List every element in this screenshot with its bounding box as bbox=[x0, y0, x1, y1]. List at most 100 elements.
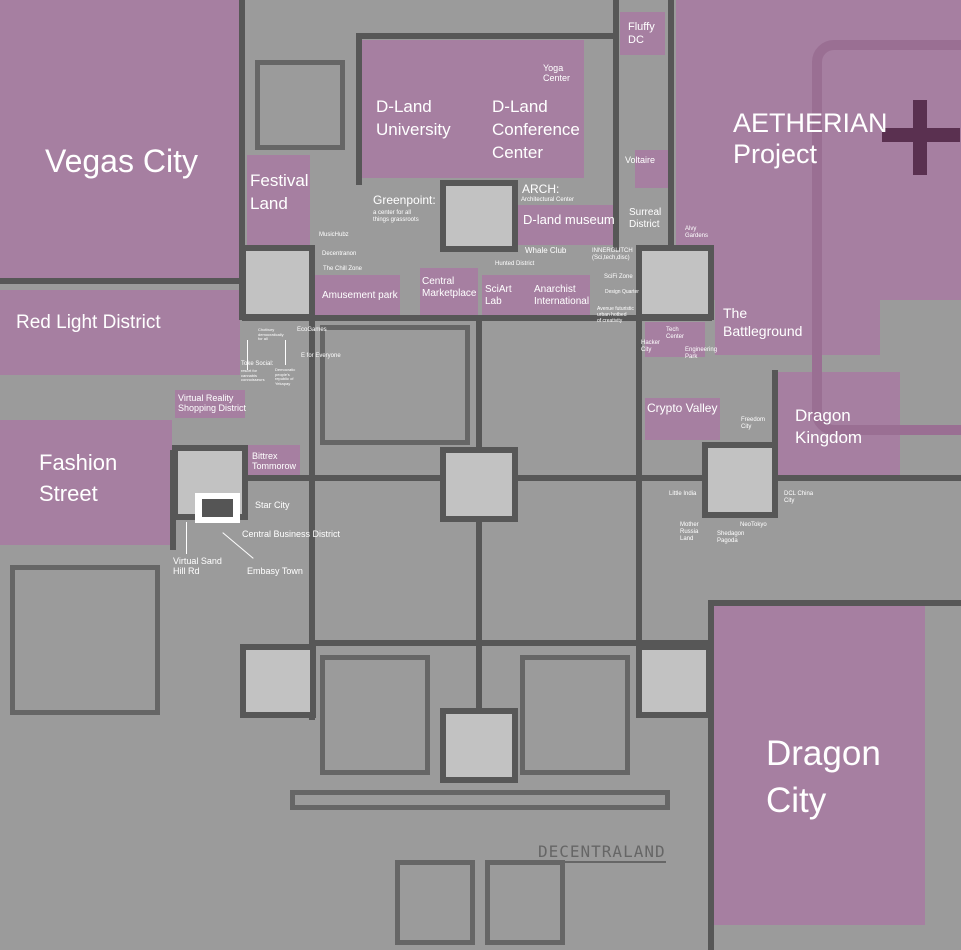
label-central-marketplace: Central Marketplace bbox=[422, 276, 477, 299]
label-scifi-zone: SciFi Zone bbox=[604, 274, 633, 280]
district-festival-land[interactable] bbox=[247, 155, 310, 245]
district-amusement-park[interactable] bbox=[315, 275, 400, 315]
arrow-icon bbox=[186, 522, 187, 554]
maze-pattern bbox=[10, 565, 160, 715]
road bbox=[172, 475, 961, 481]
label-e-for-everyone: E for Everyone bbox=[301, 353, 341, 359]
road bbox=[242, 315, 712, 321]
label-little-india: Little India bbox=[669, 491, 697, 497]
road bbox=[312, 640, 712, 646]
embassy-marker[interactable] bbox=[195, 493, 240, 523]
label-greenpoint: Greenpoint: bbox=[373, 193, 436, 207]
label-arch: ARCH: bbox=[522, 182, 560, 196]
label-fashion-street: Fashion Street bbox=[39, 450, 118, 506]
label-toke-social-desc: resort for cannabis connoisseurs bbox=[241, 368, 265, 383]
maze-pattern bbox=[255, 60, 345, 150]
label-amusement-park: Amusement park bbox=[322, 290, 398, 301]
label-dland-museum: D-land museum bbox=[523, 212, 615, 227]
plaza bbox=[240, 245, 315, 320]
plaza bbox=[440, 447, 518, 522]
arrow-icon bbox=[247, 340, 248, 370]
plaza bbox=[636, 644, 712, 718]
label-festival-land: Festival Land bbox=[250, 171, 309, 213]
road bbox=[309, 315, 315, 720]
road bbox=[356, 33, 616, 39]
road bbox=[772, 370, 778, 480]
label-chill-zone: The Chill Zone bbox=[323, 266, 363, 272]
label-whale-club: Whale Club bbox=[525, 246, 567, 255]
label-battleground: The Battleground bbox=[723, 305, 803, 339]
maze-pattern bbox=[320, 655, 430, 775]
label-vr-shopping: Virtual Reality Shopping District bbox=[178, 393, 247, 414]
label-ecogames: EcoGames bbox=[297, 327, 327, 333]
maze-pattern bbox=[395, 860, 475, 945]
label-vegas-city: Vegas City bbox=[45, 143, 198, 179]
district-tech-center[interactable] bbox=[645, 322, 705, 357]
label-yoga-center: Yoga Center bbox=[543, 63, 571, 84]
district-fluffy-dc[interactable] bbox=[620, 12, 665, 55]
label-aetherian: AETHERIAN Project bbox=[733, 108, 888, 170]
road bbox=[668, 0, 674, 250]
road bbox=[356, 33, 362, 185]
arrow-icon bbox=[285, 340, 286, 365]
label-neotokyo: NeoTokyo bbox=[740, 522, 767, 528]
district-dragon-city[interactable] bbox=[713, 605, 925, 925]
maze-pattern bbox=[520, 655, 630, 775]
road bbox=[239, 0, 245, 320]
label-bittrex: Bittrex Tommorow bbox=[252, 451, 297, 472]
label-decentranon: Decentranon bbox=[322, 251, 357, 257]
label-dcl-china: DCL China City bbox=[784, 491, 814, 504]
district-fashion-street[interactable] bbox=[0, 420, 172, 545]
label-innerglitch: INNERGLITCH (Sci,tech,disc) bbox=[592, 248, 633, 261]
label-dragon-city: Dragon City bbox=[766, 734, 881, 821]
plaza bbox=[702, 442, 778, 518]
district-sciart[interactable] bbox=[482, 275, 590, 315]
label-alvy-gardens: Alvy Gardens bbox=[685, 226, 709, 239]
label-tech-center: Tech Center bbox=[666, 327, 685, 340]
label-shedagon: Shedagon Pagoda bbox=[717, 531, 745, 544]
label-greenpoint-desc: a center for all things grassroots bbox=[373, 210, 419, 223]
district-crypto-valley[interactable] bbox=[645, 398, 720, 440]
district-vr-shopping[interactable] bbox=[175, 390, 245, 418]
maze-pattern bbox=[485, 860, 565, 945]
road bbox=[0, 278, 242, 284]
road bbox=[708, 600, 961, 606]
aetherian-outline bbox=[812, 40, 961, 435]
label-surreal: Surreal District bbox=[629, 207, 662, 230]
road bbox=[708, 600, 714, 950]
label-anarchist: Anarchist International bbox=[534, 284, 590, 307]
label-engineering-park: Engineering Park bbox=[685, 347, 718, 360]
decentraland-logo: DECENTRALAND bbox=[538, 842, 666, 863]
label-dland-conference: D-Land Conference Center bbox=[492, 97, 580, 162]
label-design-quarter: Design Quarter bbox=[605, 289, 639, 295]
plaza bbox=[240, 644, 316, 718]
maze-pattern bbox=[320, 325, 470, 445]
district-voltaire[interactable] bbox=[635, 150, 668, 188]
district-battleground[interactable] bbox=[715, 300, 880, 355]
district-central-marketplace[interactable] bbox=[420, 268, 478, 315]
district-vegas-city[interactable] bbox=[0, 0, 240, 282]
label-fluffy-dc: Fluffy DC bbox=[628, 21, 655, 46]
label-freedom-city: Freedom City bbox=[741, 417, 766, 430]
label-embasy-town: Embasy Town bbox=[247, 566, 303, 576]
district-red-light[interactable] bbox=[0, 290, 240, 375]
label-chotbury: Chotbury democratically for all bbox=[258, 327, 284, 342]
label-crypto-valley: Crypto Valley bbox=[647, 401, 718, 415]
plus-icon-vertical bbox=[913, 100, 927, 175]
label-star-city: Star City bbox=[255, 500, 290, 510]
district-bittrex[interactable] bbox=[248, 445, 300, 480]
road bbox=[613, 0, 619, 250]
district-dland-university[interactable] bbox=[362, 40, 584, 178]
label-sciart: SciArt Lab bbox=[485, 284, 512, 307]
label-dragon-kingdom: Dragon Kingdom bbox=[795, 406, 863, 448]
label-toke-social: Toke Social: bbox=[241, 361, 274, 367]
label-central-business: Central Business District bbox=[242, 529, 341, 539]
maze-pattern bbox=[290, 790, 670, 810]
label-hunted-district: Hunted District bbox=[495, 261, 535, 267]
road bbox=[636, 250, 642, 650]
label-hacker-city: Hacker City bbox=[641, 340, 661, 353]
plaza bbox=[636, 245, 714, 320]
district-dland-museum[interactable] bbox=[518, 205, 613, 245]
label-virtual-sand-hill: Virtual Sand Hill Rd bbox=[173, 556, 222, 577]
